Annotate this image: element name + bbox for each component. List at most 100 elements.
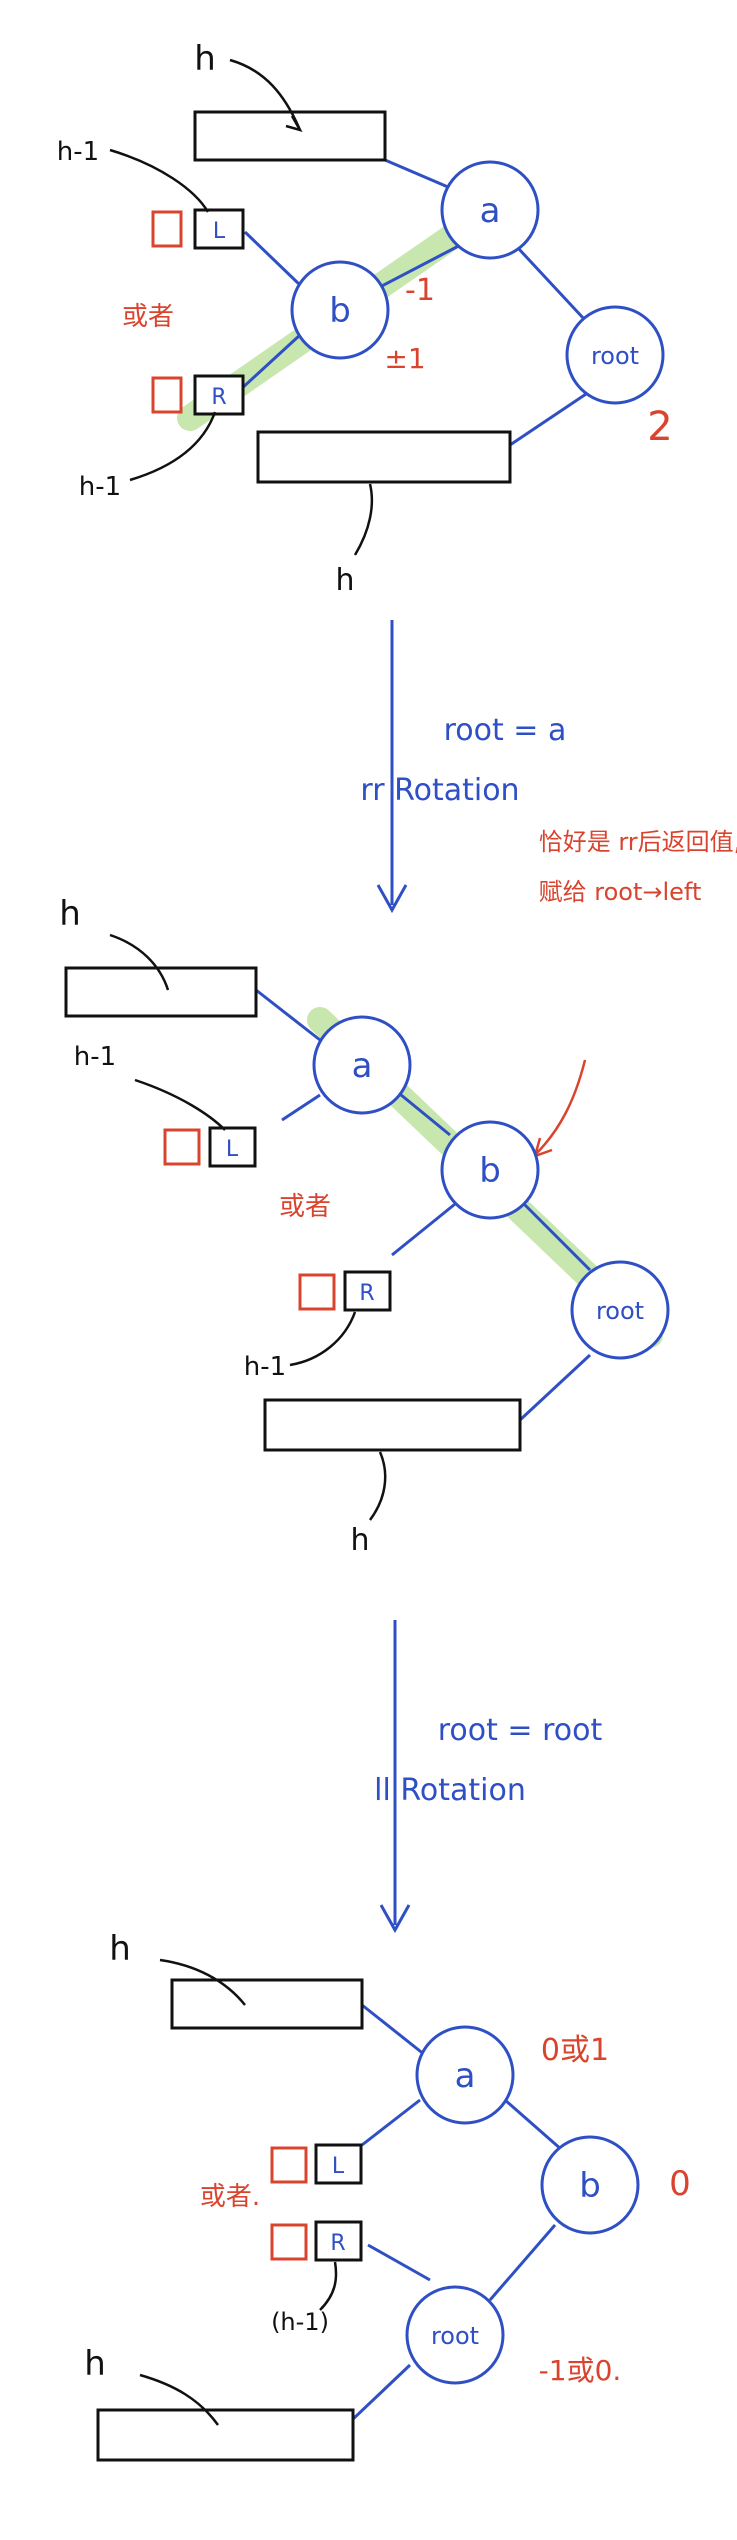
step2-node-root <box>570 1260 670 1360</box>
step3-subtree-h-top <box>170 1978 364 2030</box>
step2-label-h-top: h <box>59 894 81 934</box>
step1-leaf-R-label: R <box>211 385 226 410</box>
step3-edge-root-R <box>367 2243 431 2282</box>
step1-edge-a-b <box>377 238 471 290</box>
step2-edge-box-a <box>255 988 321 1042</box>
transition-1-line1: root = a <box>444 713 567 748</box>
step3-edge-a-L <box>361 2098 421 2147</box>
step3-node-b-label: b <box>579 2166 601 2206</box>
step1-arrowhead-h-top <box>285 115 303 133</box>
step2-or-text: 或者 <box>279 1192 331 1222</box>
step1-leaf-R-box <box>193 374 245 416</box>
step2-subtree-h-bottom <box>263 1398 522 1452</box>
step2-leaf-R-label: R <box>359 1281 374 1306</box>
step1-node-root <box>565 305 665 405</box>
step3-label-h-top: h <box>109 1929 131 1969</box>
step2-edge-b-R <box>391 1198 461 1257</box>
transition-2: root = root ll Rotation <box>374 1620 602 1934</box>
step3-bf-b: 0 <box>669 2164 691 2204</box>
note-line1: 恰好是 rr后返回值, <box>539 828 737 856</box>
step1-label-h-bottom: h <box>335 563 354 598</box>
step2-node-b-label: b <box>479 1151 501 1191</box>
step1-label-h1-top: h-1 <box>57 137 99 167</box>
step2-edge-a-L <box>281 1093 321 1122</box>
step2-label-h1-top: h-1 <box>74 1042 116 1072</box>
step3-edge-b-root <box>488 2224 557 2301</box>
step1-node-a <box>440 160 540 260</box>
step1-leaf-L-label: L <box>213 219 226 244</box>
step3-subtree-h-bottom <box>96 2408 355 2462</box>
step1-subtree-h-bottom <box>256 430 512 484</box>
step3-node-a-label: a <box>455 2056 476 2096</box>
step1-edge-b-R <box>238 333 302 392</box>
step2-leaf-L-box <box>208 1126 257 1168</box>
transition-2-arrowhead <box>379 1904 411 1934</box>
step3-leaf-L-label: L <box>332 2154 345 2179</box>
transition-1-line2: rr Rotation <box>360 773 519 808</box>
step3-arrow-h1 <box>319 2261 338 2311</box>
step1-bf-b: ±1 <box>384 342 425 375</box>
step3-empty-square-1 <box>270 2146 308 2184</box>
transition-2-line2: ll Rotation <box>374 1773 526 1808</box>
transition-1: root = a rr Rotation 恰好是 rr后返回值, 赋给 root… <box>360 620 737 1158</box>
step1-arrow-h1-top <box>109 148 210 213</box>
step3-label-h-bottom: h <box>84 2344 106 2384</box>
step1-arrow-h1-bottom <box>129 411 217 482</box>
step1-edge-box-a <box>384 158 456 192</box>
step1-leaf-L-box <box>193 208 245 250</box>
step3-leaf-R-label: R <box>330 2231 345 2256</box>
step1-empty-square-1 <box>151 210 183 248</box>
step1-node-b-label: b <box>329 291 351 331</box>
step3-edge-a-b <box>504 2098 563 2152</box>
step2-arrow-h1-top <box>134 1078 226 1131</box>
step1-bf-root: 2 <box>647 404 672 450</box>
step3-edge-box-a <box>361 2003 426 2057</box>
step1-subtree-h-top <box>193 110 387 162</box>
step3-node-b <box>540 2135 640 2235</box>
step1-tree: L R a b root h h-1 h-1 h -1 ±1 2 或者 <box>57 39 673 598</box>
step1-edge-root-box <box>509 386 596 447</box>
step1-node-a-label: a <box>480 191 501 231</box>
step1-node-b <box>290 260 390 360</box>
step3-node-a <box>415 2025 515 2125</box>
step2-empty-square-1 <box>163 1128 201 1166</box>
step1-label-h1-bottom: h-1 <box>79 472 121 502</box>
step2-arrow-h1-bottom <box>289 1311 357 1367</box>
step3-or-text: 或者. <box>200 2182 260 2212</box>
step1-bf-a: -1 <box>405 273 435 308</box>
step2-edge-a-b <box>394 1088 451 1137</box>
step3-arrow-h-top <box>159 1958 246 2006</box>
step2-leaf-L-label: L <box>226 1137 239 1162</box>
step2-arrow-h-top <box>109 933 170 991</box>
step1-or-text: 或者 <box>122 302 174 332</box>
step3-leaf-R-box <box>314 2220 363 2262</box>
step2-label-h1-bottom: h-1 <box>244 1352 286 1382</box>
transition-1-arrowhead <box>376 884 408 914</box>
step1-edge-a-root <box>516 246 587 322</box>
step1-empty-square-2 <box>151 376 183 414</box>
step3-tree: L R a b root h 或者. (h-1) h 0或1 0 -1或0. <box>84 1929 691 2462</box>
step2-empty-square-2 <box>298 1273 336 1311</box>
step3-edge-root-box <box>350 2363 412 2422</box>
step3-empty-square-2 <box>270 2223 308 2261</box>
step3-arrow-h-bottom <box>139 2373 220 2426</box>
step3-leaf-L-box <box>314 2143 363 2185</box>
step3-node-root <box>405 2285 505 2385</box>
step2-label-h-bottom: h <box>350 1523 369 1558</box>
step2-leaf-R-box <box>343 1270 392 1312</box>
step2-edge-root-box <box>518 1353 592 1422</box>
step2-tree: L R a b root h h-1 或者 h-1 h <box>59 894 670 1558</box>
step2-node-root-label: root <box>596 1297 644 1325</box>
step3-bf-a: 0或1 <box>541 2033 609 2068</box>
step2-subtree-h-top <box>64 966 258 1018</box>
note-arrow <box>534 1059 587 1156</box>
step3-label-h1: (h-1) <box>271 2308 329 2336</box>
step3-node-root-label: root <box>431 2322 479 2350</box>
step2-node-a <box>312 1015 412 1115</box>
step1-arrow-h-bottom <box>353 483 374 556</box>
note-line2: 赋给 root→left <box>539 878 702 906</box>
step3-bf-root: -1或0. <box>539 2354 622 2387</box>
step2-arrow-h-bottom <box>368 1451 387 1521</box>
